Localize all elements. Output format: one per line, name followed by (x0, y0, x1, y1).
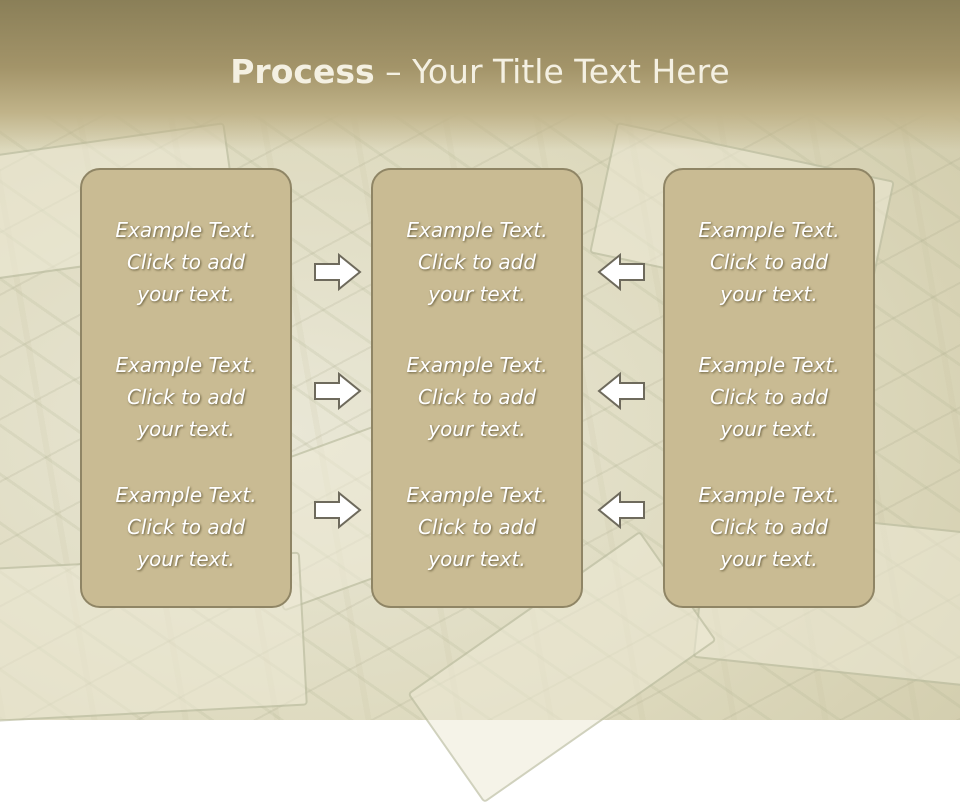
text-line: Example Text. (115, 353, 257, 377)
text-line: Example Text. (698, 218, 840, 242)
title-bold: Process (230, 52, 375, 91)
text-line: Click to add (709, 515, 829, 539)
text-line: Click to add (709, 385, 829, 409)
text-line: Example Text. (406, 353, 548, 377)
text-line: your text. (428, 417, 526, 441)
text-line: your text. (428, 282, 526, 306)
right-arrow-icon[interactable] (313, 252, 363, 292)
text-box-left[interactable]: Example Text. Click to add your text. Ex… (80, 168, 292, 608)
text-line: Click to add (126, 515, 246, 539)
right-arrow-icon[interactable] (313, 371, 363, 411)
text-box-right[interactable]: Example Text. Click to add your text. Ex… (663, 168, 875, 608)
title-rest: – Your Title Text Here (374, 52, 730, 91)
text-line: Example Text. (115, 483, 257, 507)
text-line: Example Text. (698, 353, 840, 377)
text-line: your text. (137, 547, 235, 571)
text-line: Example Text. (406, 218, 548, 242)
left-arrow-icon[interactable] (596, 490, 646, 530)
text-line: Click to add (417, 515, 537, 539)
placeholder-text[interactable]: Example Text. Click to add your text. (665, 479, 873, 575)
text-line: Click to add (417, 385, 537, 409)
placeholder-text[interactable]: Example Text. Click to add your text. (373, 214, 581, 310)
placeholder-text[interactable]: Example Text. Click to add your text. (82, 479, 290, 575)
text-line: your text. (428, 547, 526, 571)
text-line: your text. (720, 547, 818, 571)
left-arrow-icon[interactable] (596, 252, 646, 292)
text-line: your text. (720, 282, 818, 306)
text-line: your text. (720, 417, 818, 441)
placeholder-text[interactable]: Example Text. Click to add your text. (373, 479, 581, 575)
placeholder-text[interactable]: Example Text. Click to add your text. (665, 349, 873, 445)
text-line: Click to add (126, 250, 246, 274)
text-line: Click to add (417, 250, 537, 274)
text-line: your text. (137, 282, 235, 306)
text-line: Example Text. (698, 483, 840, 507)
title-banner (0, 0, 960, 150)
placeholder-text[interactable]: Example Text. Click to add your text. (373, 349, 581, 445)
slide-title[interactable]: Process – Your Title Text Here (0, 52, 960, 91)
text-line: Example Text. (406, 483, 548, 507)
text-line: Example Text. (115, 218, 257, 242)
left-arrow-icon[interactable] (596, 371, 646, 411)
text-line: Click to add (709, 250, 829, 274)
placeholder-text[interactable]: Example Text. Click to add your text. (82, 349, 290, 445)
right-arrow-icon[interactable] (313, 490, 363, 530)
placeholder-text[interactable]: Example Text. Click to add your text. (665, 214, 873, 310)
text-line: Click to add (126, 385, 246, 409)
text-box-middle[interactable]: Example Text. Click to add your text. Ex… (371, 168, 583, 608)
text-line: your text. (137, 417, 235, 441)
placeholder-text[interactable]: Example Text. Click to add your text. (82, 214, 290, 310)
